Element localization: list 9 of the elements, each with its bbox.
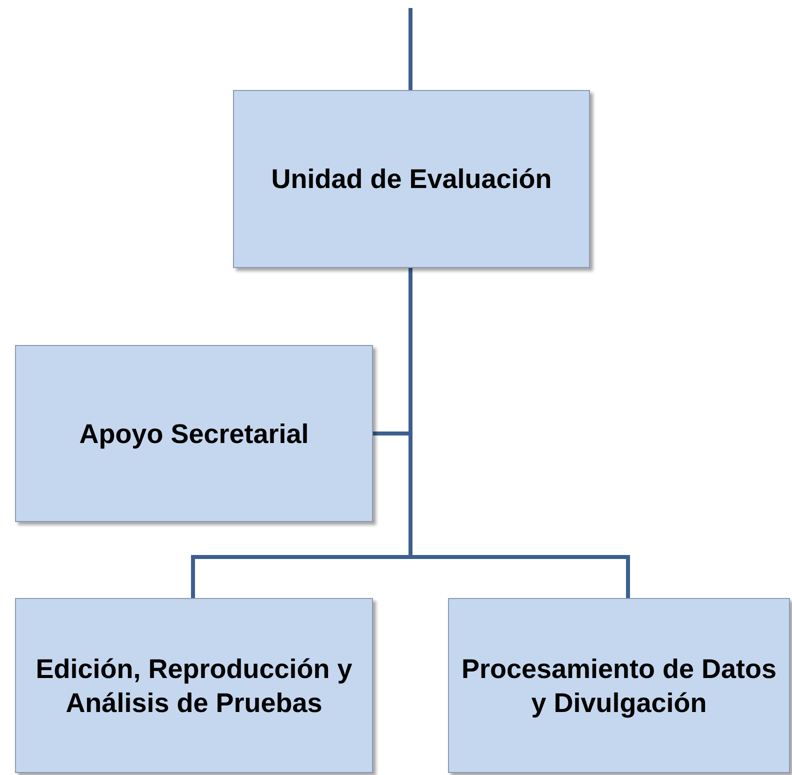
box-title: Apoyo Secretarial — [79, 418, 309, 450]
org-box — [15, 345, 373, 522]
box-title: Unidad de Evaluación — [271, 163, 552, 196]
org-box — [15, 598, 373, 773]
box-title: Edición, Reproducción y Análisis de Pruebas — [34, 652, 354, 720]
box-title: Procesamiento de Datos y Divulgación — [460, 652, 778, 720]
org-box — [448, 598, 790, 773]
connector-line — [408, 8, 412, 90]
org-box — [233, 90, 590, 268]
